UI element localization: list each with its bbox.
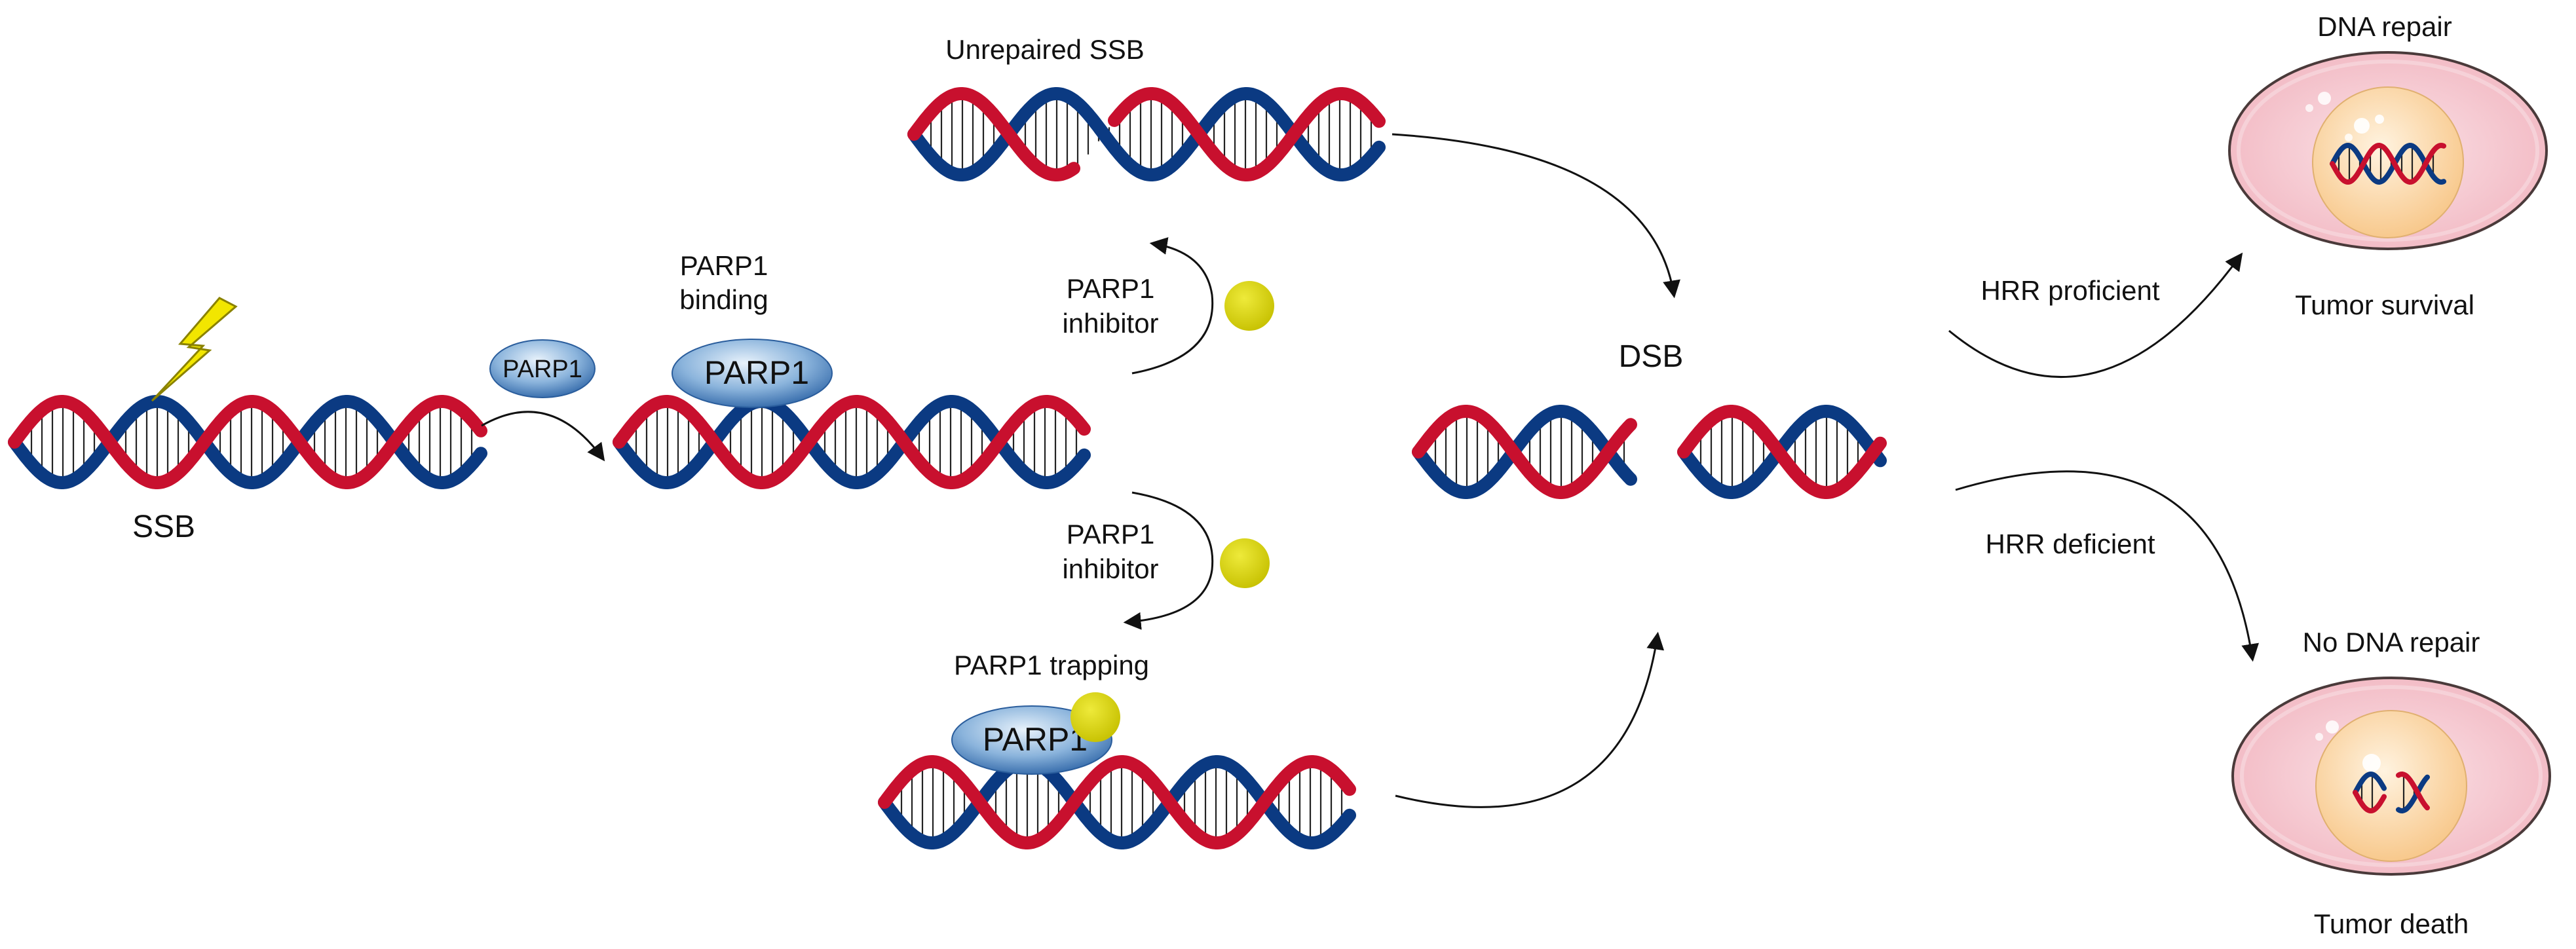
inhibitor-bottom-label-line2: inhibitor [1062,553,1158,584]
dna-strand-blue [878,755,1356,849]
dna-strand-red [878,755,1356,849]
tumor-cell-unrepaired [2231,677,2551,876]
arrow-binding-to-trapping [1123,491,1214,630]
arrow-dsb-to-no-dna-repair [1955,470,2260,662]
dna-helix-ssb [8,395,487,489]
ssb-label: SSB [132,510,195,544]
dna-strand-red [2353,771,2430,814]
arrow-ssb-to-binding [481,411,605,462]
arrow-dsb-to-dna-repair [1948,252,2243,378]
arrow-binding-to-unrepaired [1131,237,1214,375]
dna-helix-dsb-left-fragment [1412,405,1637,499]
tumor-cell-repaired [2228,51,2548,250]
dna-strand-blue [1412,405,1637,499]
lightning-bolt-icon [151,297,238,402]
tumor-death-label: Tumor death [2314,908,2469,939]
dna-strand-red [1677,405,1887,499]
dna-helix-parp1-trapping [878,755,1356,849]
dna-helix-unrepaired-ssb [907,87,1386,181]
parp1-bound-protein: PARP1 [672,339,833,408]
inhibitor-top-label-line2: inhibitor [1062,308,1158,339]
dna-helix-parp1-binding [613,395,1091,489]
arrow-trapping-to-dsb [1395,631,1665,808]
dna-strand-red [1412,405,1637,499]
parp1-trapping-label: PARP1 trapping [954,650,1149,680]
broken-dna-icon [2353,771,2430,814]
parp1-binding-label-line1: PARP1 [680,250,768,281]
dna-strand-blue [907,87,1386,181]
dna-repair-label: DNA repair [2317,11,2452,42]
parp1-binding-label-line2: binding [679,284,768,315]
dna-strand-red [8,395,487,489]
parp1-bound-label: PARP1 [704,354,809,391]
arrow-unrepaired-to-dsb [1392,133,1680,299]
parp1-inhibitor-top-icon [1224,281,1274,331]
parp1-free-label: PARP1 [502,356,582,383]
dna-strand-red [907,87,1386,181]
unrepaired-ssb-label: Unrepaired SSB [945,34,1145,65]
parp1-inhibitor-trapped-icon [1070,692,1120,742]
dna-strand-red [613,395,1091,489]
dna-strand-red [2330,142,2446,185]
hrr-deficient-label: HRR deficient [1985,529,2155,559]
parp1-trapped-label: PARP1 [983,721,1088,758]
hrr-proficient-label: HRR proficient [1980,275,2159,306]
dsb-label: DSB [1619,339,1684,374]
no-dna-repair-label: No DNA repair [2303,627,2480,658]
dna-helix-dsb-right-fragment [1677,405,1887,499]
repaired-dna-icon [2330,142,2446,185]
dna-strand-blue [613,395,1091,489]
inhibitor-bottom-label-line1: PARP1 [1067,519,1155,549]
parp1-inhibitor-bottom-icon [1220,538,1270,588]
tumor-survival-label: Tumor survival [2295,289,2474,320]
parp1-free-protein: PARP1 [489,339,596,398]
dna-strand-blue [8,395,487,489]
dna-strand-blue [2353,771,2430,814]
inhibitor-top-label-line1: PARP1 [1067,273,1155,304]
